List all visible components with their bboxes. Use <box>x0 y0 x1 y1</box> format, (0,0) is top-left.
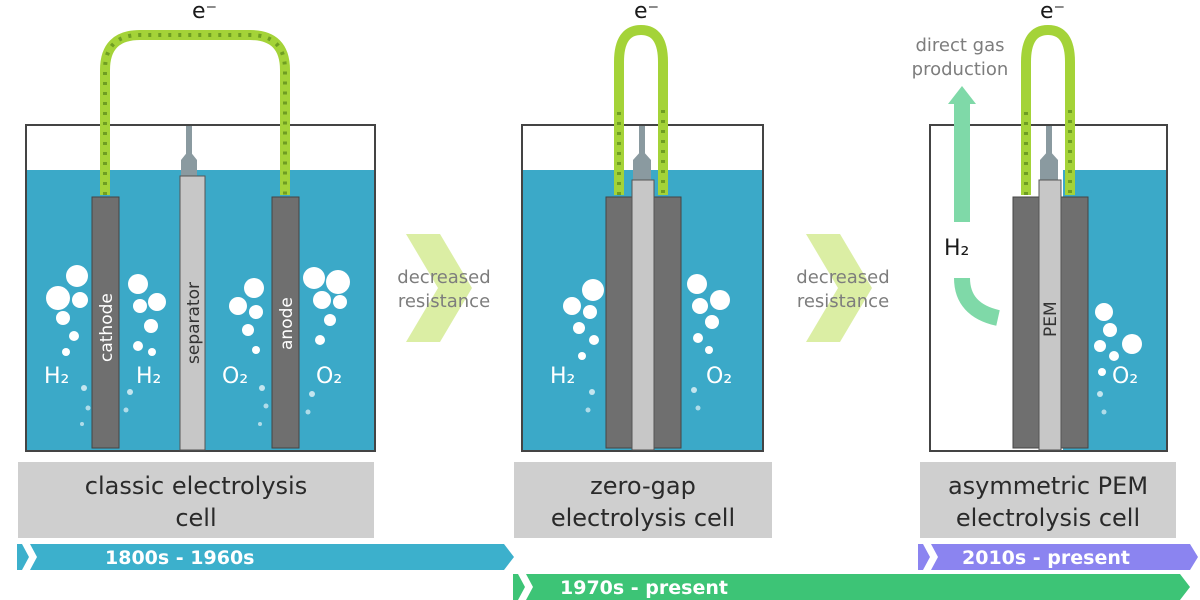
pem-membrane-cap <box>1040 150 1058 180</box>
separator-label: separator <box>184 282 204 364</box>
era-2010s-bar <box>918 544 1198 570</box>
separator-rod <box>186 126 192 158</box>
zero-gap-h2: H₂ <box>550 364 575 389</box>
pem-membrane <box>1038 179 1062 451</box>
transition-1-chevron <box>406 234 472 342</box>
direct-gas-line2: production <box>912 59 1009 80</box>
zero-gap-cell: H₂ O₂ e⁻ zero-gap electrolysis cell <box>514 0 772 538</box>
era-1800s: 1800s - 1960s <box>17 544 514 570</box>
transition-2: decreased resistance <box>796 234 890 342</box>
transition-1: decreased resistance <box>397 234 491 342</box>
pem-tank <box>929 124 1168 452</box>
era-1970s-label: 1970s - present <box>560 577 728 599</box>
classic-o2-left: O₂ <box>222 364 248 389</box>
classic-o2-right: O₂ <box>316 364 342 389</box>
pem-caption-line2: electrolysis cell <box>956 504 1140 532</box>
classic-h2-bubbles <box>46 265 166 426</box>
zero-gap-caption-box <box>514 462 772 538</box>
classic-electron-label: e⁻ <box>192 0 217 24</box>
separator-cap <box>181 150 197 176</box>
era-2010s: 2010s - present <box>918 544 1198 570</box>
zero-gap-separator-rod <box>639 126 645 158</box>
transition-1-line2: resistance <box>398 291 490 312</box>
pem-caption-line1: asymmetric PEM <box>948 472 1148 500</box>
pem-gas-arrowhead <box>948 86 976 104</box>
classic-caption-line2: cell <box>175 504 216 532</box>
zero-gap-separator <box>631 179 655 451</box>
pem-o2: O₂ <box>1112 364 1138 389</box>
pem-h2-path-label: H₂ <box>944 236 969 261</box>
pem-anode <box>1060 196 1089 449</box>
classic-cell-wire <box>100 30 290 195</box>
pem-o2-bubbles <box>1094 303 1142 415</box>
pem-cell: PEM O₂ H₂ direct gas production e⁻ asymm… <box>912 0 1176 538</box>
zero-gap-h2-bubbles <box>563 279 604 413</box>
pem-cathode <box>1012 196 1041 449</box>
classic-cell-tank <box>25 124 376 452</box>
era-1970s-bar <box>513 574 1190 600</box>
transition-2-chevron <box>806 234 872 342</box>
anode-electrode <box>271 196 300 449</box>
classic-cell: cathode separator anode H₂ H₂ O₂ O₂ e⁻ c… <box>18 0 376 538</box>
zero-gap-electron-label: e⁻ <box>634 0 659 24</box>
pem-electron-label: e⁻ <box>1040 0 1065 24</box>
transition-1-line1: decreased <box>397 267 490 288</box>
zero-gap-wire-arrows <box>617 110 665 195</box>
pem-membrane-rod <box>1046 126 1052 158</box>
era-1800s-tick <box>22 544 37 570</box>
classic-caption-line1: classic electrolysis <box>85 472 307 500</box>
zero-gap-separator-cap <box>633 150 651 180</box>
transition-2-line1: decreased <box>796 267 889 288</box>
pem-gas-path-lower <box>954 277 1001 326</box>
zero-gap-anode <box>653 196 682 449</box>
zero-gap-wire <box>614 24 668 195</box>
pem-wire <box>1021 24 1075 195</box>
transition-2-line2: resistance <box>797 291 889 312</box>
cathode-label: cathode <box>97 293 117 362</box>
era-1800s-label: 1800s - 1960s <box>105 547 255 569</box>
era-2010s-label: 2010s - present <box>962 547 1130 569</box>
cathode-electrode <box>91 196 120 449</box>
zero-gap-cathode <box>605 196 634 449</box>
era-1800s-bar <box>17 544 514 570</box>
direct-gas-line1: direct gas <box>915 35 1004 56</box>
classic-o2-bubbles <box>229 267 350 426</box>
classic-h2-right: H₂ <box>136 364 161 389</box>
separator <box>179 175 206 451</box>
zero-gap-tank <box>521 124 764 452</box>
zero-gap-caption-line2: electrolysis cell <box>551 504 735 532</box>
classic-caption-box <box>18 462 374 538</box>
anode-label: anode <box>277 297 297 350</box>
era-1970s-tick <box>518 574 533 600</box>
zero-gap-caption-line1: zero-gap <box>590 472 696 500</box>
era-1970s: 1970s - present <box>513 574 1190 600</box>
zero-gap-o2: O₂ <box>706 364 732 389</box>
pem-wire-arrows <box>1024 110 1072 195</box>
pem-label: PEM <box>1041 301 1061 337</box>
zero-gap-o2-bubbles <box>687 274 730 411</box>
classic-h2-left: H₂ <box>44 364 69 389</box>
pem-caption-box <box>920 462 1176 538</box>
era-2010s-tick <box>923 544 938 570</box>
